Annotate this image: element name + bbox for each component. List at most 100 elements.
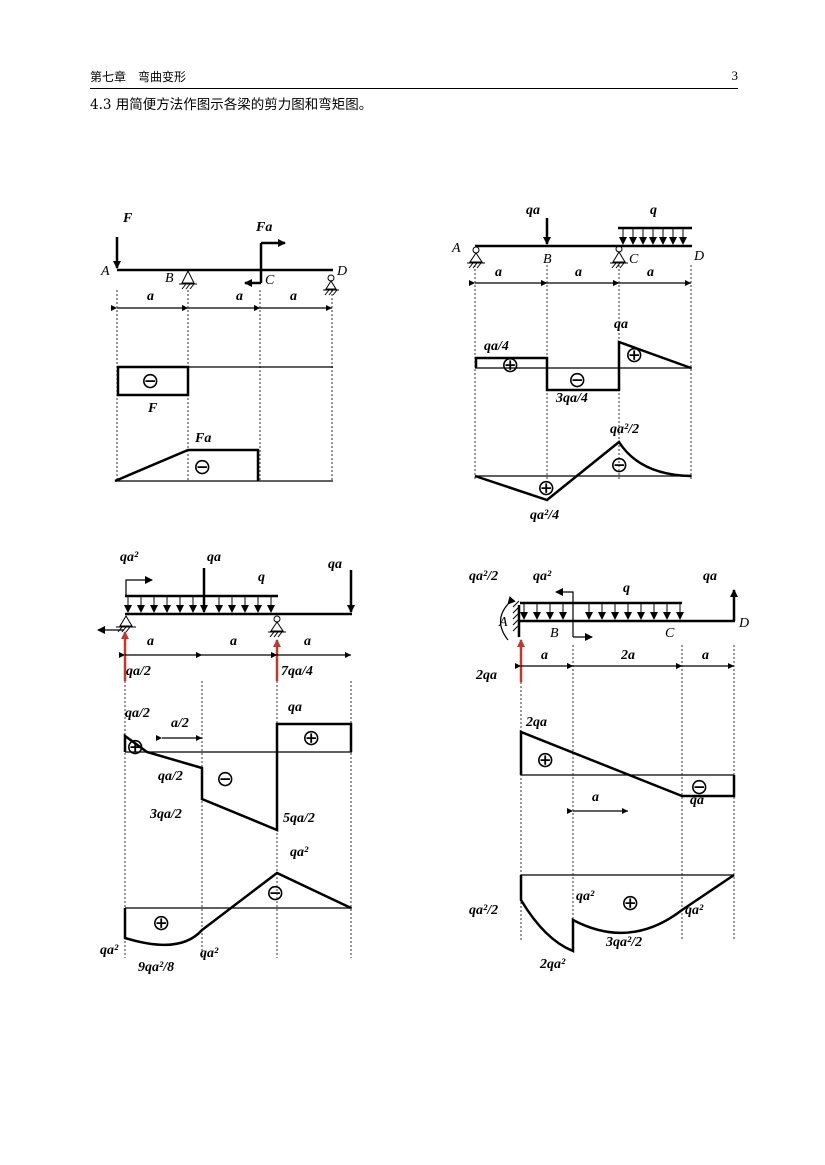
plus-sign: ⊕ (302, 725, 320, 750)
fig1-dim-a3: a (290, 289, 297, 304)
figure-2: qa q A B C D a a a ⊕ ⊖ ⊕ qa/4 3qa/4 qa (451, 203, 704, 523)
fig1-point-A: A (100, 264, 110, 279)
fig3-shear-half-a: a/2 (171, 716, 189, 731)
page-header: 第七章 弯曲变形 3 (90, 68, 738, 89)
fig2-load-q: q (650, 203, 657, 218)
fig3-moment-qa2: qa² (200, 946, 219, 961)
fig4-point-D: D (738, 616, 749, 631)
fig3-shear-top-right: qa (288, 700, 302, 715)
fig1-dim-a2: a (236, 289, 243, 304)
fig3-moment-diagram: ⊕ ⊖ (123, 871, 352, 947)
plus-sign: ⊕ (537, 475, 555, 500)
fig4-load-qa: qa (703, 569, 717, 584)
minus-sign: ⊖ (610, 452, 628, 477)
page-number: 3 (731, 68, 739, 83)
fig3-moment-top: qa² (290, 845, 309, 860)
minus-sign: ⊖ (193, 454, 211, 479)
chapter-title: 第七章 弯曲变形 (90, 70, 187, 84)
fig3-shear-3: 3qa/2 (149, 807, 182, 822)
fig4-guides (520, 645, 735, 940)
fig3-dim-a1: a (147, 634, 154, 649)
fig4-point-B: B (550, 626, 559, 641)
fig2-shear-diagram: ⊕ ⊖ ⊕ (474, 340, 692, 392)
fig1-load-Fa: Fa (255, 220, 272, 235)
fig4-moment-diagram: ⊕ (519, 873, 735, 953)
fig4-load-qa2-2: qa²/2 (469, 569, 498, 584)
fig4-dim-2a: 2a (620, 648, 635, 663)
problem-statement: 4.3 用简便方法作图示各梁的剪力图和弯矩图。 (90, 97, 373, 113)
fig3-shear-5: 5qa/2 (283, 811, 315, 826)
minus-sign: ⊖ (266, 880, 284, 905)
fig4-point-C: C (665, 626, 675, 641)
fig2-point-A: A (451, 241, 461, 256)
fig3-load-qa2: qa² (120, 550, 139, 565)
plus-sign: ⊕ (126, 734, 144, 759)
fig2-point-C: C (629, 252, 639, 267)
fig4-shear-diagram: ⊕ ⊖ (519, 730, 736, 814)
fig3-reaction-left: qa/2 (126, 664, 151, 679)
minus-sign: ⊖ (141, 368, 159, 393)
figure-1: F Fa A B C D a a a ⊖ F ⊖ Fa (100, 211, 347, 483)
fig4-shear-right: qa (690, 793, 704, 808)
fig1-moment-value: Fa (194, 431, 211, 446)
fig4-moment-bottom: 2qa² (539, 957, 566, 972)
figure-2-beam (467, 218, 692, 269)
fig2-shear-mid: 3qa/4 (555, 391, 588, 406)
fig4-moment-left: qa²/2 (469, 903, 498, 918)
minus-sign: ⊖ (568, 367, 586, 392)
fig4-moment-mid: 3qa²/2 (605, 935, 642, 950)
fig3-reaction-right: 7qa/4 (281, 664, 313, 679)
plus-sign: ⊕ (536, 747, 554, 772)
fig3-dim-a2: a (230, 634, 237, 649)
fig2-shear-left: qa/4 (484, 339, 509, 354)
minus-sign: ⊖ (216, 766, 234, 791)
fig2-dim-a2: a (575, 265, 582, 280)
fig3-load-q: q (258, 570, 265, 585)
figure-1-beam (113, 237, 339, 296)
plus-sign: ⊕ (501, 352, 519, 377)
fig2-point-B: B (543, 252, 552, 267)
fig1-point-C: C (265, 273, 275, 288)
fig1-load-F: F (122, 211, 133, 226)
figure-4-beam (499, 588, 738, 682)
fig4-reaction: 2qa (475, 668, 497, 683)
fig3-shear-top-left: qa/2 (125, 706, 150, 721)
fig4-dim-a1: a (541, 648, 548, 663)
fig1-point-D: D (336, 264, 347, 279)
fig4-load-qa2: qa² (533, 569, 552, 584)
fig3-moment-mid: 9qa²/8 (138, 960, 174, 975)
fig2-moment-top: qa²/2 (610, 422, 639, 437)
fig4-moment-mid-top: qa² (576, 889, 595, 904)
fig2-shear-right: qa (614, 317, 628, 332)
fig4-moment-right: qa² (685, 903, 704, 918)
fig3-load-qa: qa (207, 550, 221, 565)
fig1-shear-diagram: ⊖ (116, 365, 333, 397)
fig4-shear-top: 2qa (525, 715, 547, 730)
fig2-moment-diagram: ⊕ ⊖ (474, 440, 692, 502)
figure-4: qa²/2 qa² q qa A B C D a 2a a 2qa ⊕ ⊖ 2q (469, 569, 749, 972)
fig4-shear-a: a (592, 790, 599, 805)
fig4-dim-a3: a (702, 648, 709, 663)
plus-sign: ⊕ (625, 342, 643, 367)
plus-sign: ⊕ (152, 910, 170, 935)
fig2-load-qa: qa (526, 203, 540, 218)
fig2-point-D: D (693, 249, 704, 264)
fig3-dim-a3: a (304, 634, 311, 649)
fig1-point-B: B (165, 271, 174, 286)
fig4-point-A: A (498, 615, 508, 630)
fig2-dim-a1: a (495, 265, 502, 280)
fig1-dim-a1: a (147, 289, 154, 304)
fig3-shear-mid: qa/2 (158, 769, 183, 784)
fig3-moment-left: qa² (100, 943, 119, 958)
minus-sign: ⊖ (690, 774, 708, 799)
fig4-load-q: q (623, 581, 630, 596)
figure-3: qa² qa q qa a a a qa/2 7qa/4 ⊕ ⊖ ⊕ qa/2 … (97, 550, 355, 975)
fig3-load-qa-right: qa (328, 557, 342, 572)
fig1-shear-value: F (147, 401, 158, 416)
fig2-dim-a3: a (647, 265, 654, 280)
fig3-shear-diagram: ⊕ ⊖ ⊕ (123, 722, 353, 832)
fig1-moment-diagram: ⊖ (114, 448, 333, 483)
fig2-moment-bottom: qa²/4 (530, 508, 559, 523)
plus-sign: ⊕ (621, 890, 639, 915)
